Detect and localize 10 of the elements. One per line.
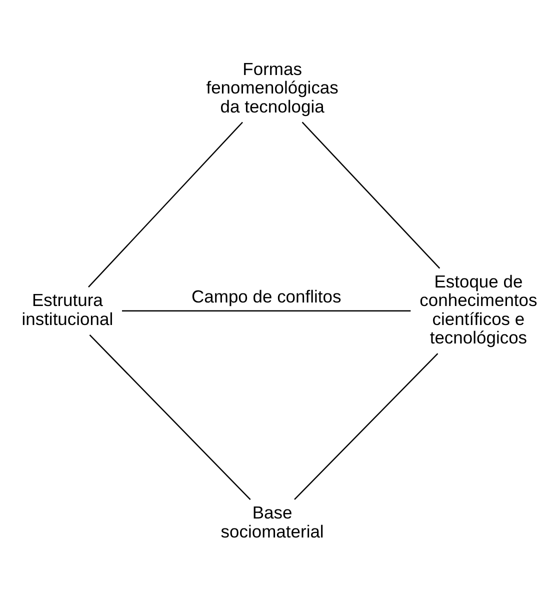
node-text: Base sociomaterial xyxy=(220,502,324,542)
node-text: Formas fenomenológicas da tecnologia xyxy=(206,58,338,116)
node-text: Estoque de conhecimentos científicos e tecnológicos xyxy=(420,271,538,348)
connector xyxy=(88,122,243,288)
connector xyxy=(122,310,411,312)
connector xyxy=(294,353,438,500)
connector xyxy=(89,334,251,500)
node-text: Estrutura institucional xyxy=(22,290,114,329)
edge-label: Campo de conflitos xyxy=(192,286,342,306)
connector xyxy=(302,122,440,269)
